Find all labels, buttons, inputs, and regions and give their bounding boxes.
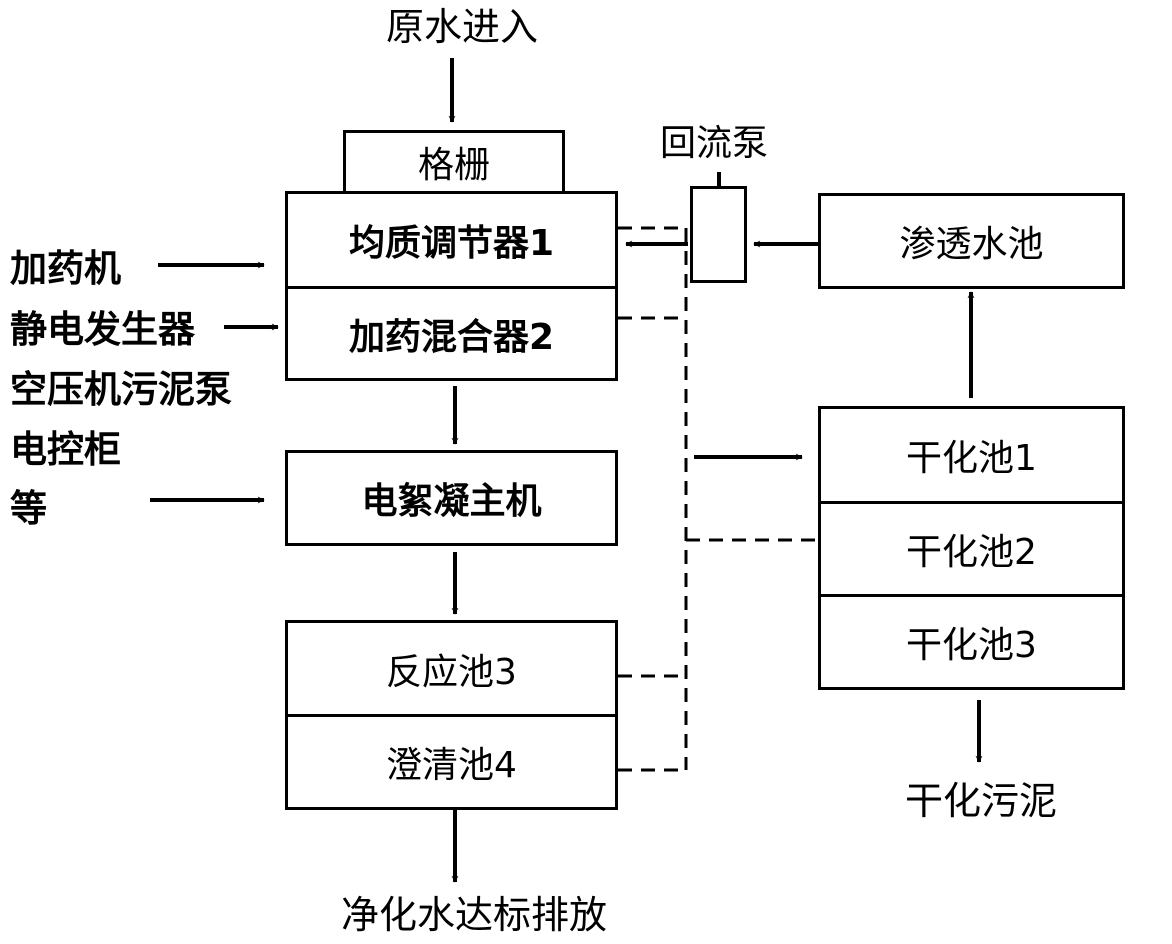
grille-box: 格栅 xyxy=(343,130,565,194)
equipment-item: 加药机 xyxy=(10,247,121,290)
seepage-tank-label: 渗透水池 xyxy=(899,224,1044,265)
clean-water-label: 净化水达标排放 xyxy=(340,893,608,937)
clarifier-label: 澄清池4 xyxy=(386,745,517,786)
equipment-item: 静电发生器 xyxy=(10,308,195,351)
drying-tank-2-label: 干化池2 xyxy=(906,532,1037,573)
equipment-item: 空压机污泥泵 xyxy=(10,368,232,411)
reaction-tank-label: 反应池3 xyxy=(386,651,517,693)
grille-label: 格栅 xyxy=(417,145,490,186)
dosing-mixer-label: 加药混合器2 xyxy=(348,316,555,358)
drying-tank-3-box: 干化池3 xyxy=(818,594,1125,690)
return-pump-label: 回流泵 xyxy=(659,123,769,164)
clarifier-box: 澄清池4 xyxy=(285,714,618,810)
dashed-sludge-lines xyxy=(618,226,818,772)
homogenizer-label: 均质调节器1 xyxy=(348,223,555,264)
drying-tank-2-box: 干化池2 xyxy=(818,501,1125,597)
seepage-tank-box: 渗透水池 xyxy=(818,193,1125,289)
homogenizer-box: 均质调节器1 xyxy=(285,191,618,289)
return-pump-box xyxy=(690,186,747,283)
equipment-item: 等 xyxy=(10,487,47,530)
drying-tank-1-box: 干化池1 xyxy=(818,406,1125,504)
drying-tank-3-label: 干化池3 xyxy=(906,625,1037,666)
electroflocculation-label: 电絮凝主机 xyxy=(361,481,542,522)
dried-sludge-label: 干化污泥 xyxy=(904,779,1058,823)
electroflocculation-box: 电絮凝主机 xyxy=(285,450,618,546)
equipment-item: 电控柜 xyxy=(10,428,121,471)
raw-water-label: 原水进入 xyxy=(385,5,539,49)
dosing-mixer-box: 加药混合器2 xyxy=(285,286,618,381)
drying-tank-1-label: 干化池1 xyxy=(906,438,1037,479)
reaction-tank-box: 反应池3 xyxy=(285,620,618,717)
